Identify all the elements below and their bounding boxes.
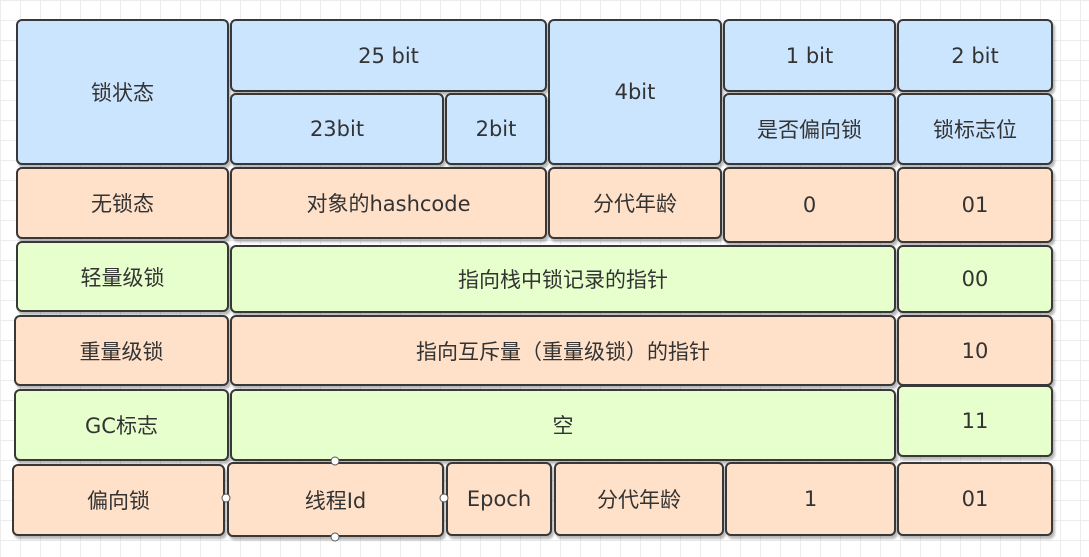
header-2bit-label: 2 bit	[951, 43, 999, 68]
row-biased-epoch-label: Epoch	[466, 487, 532, 511]
row-heavyweight-state-label: 重量级锁	[79, 339, 164, 364]
header-25bit: 25 bit	[230, 19, 547, 92]
row-lightweight-flag: 00	[897, 245, 1053, 313]
row-biased-state-label: 偏向锁	[87, 489, 150, 513]
header-biased-flag: 是否偏向锁	[723, 93, 896, 165]
row-unlocked-state: 无锁态	[16, 167, 229, 239]
header-2bit: 2 bit	[897, 19, 1053, 92]
row-gc-flag: 11	[897, 385, 1053, 457]
row-biased-flag-label: 01	[961, 487, 989, 511]
row-biased-thread-id[interactable]: 线程Id	[227, 462, 444, 537]
header-23bit-label: 23bit	[309, 117, 365, 141]
header-1bit: 1 bit	[723, 19, 896, 92]
header-4bit: 4bit	[548, 19, 722, 165]
row-gc-content: 空	[230, 389, 896, 461]
row-gc-state-label: GC标志	[85, 414, 158, 438]
row-gc-flag-label: 11	[961, 409, 989, 433]
header-lock-flag: 锁标志位	[897, 93, 1053, 165]
row-lightweight-flag-label: 00	[961, 267, 989, 291]
row-heavyweight-flag-label: 10	[961, 338, 989, 363]
selection-handle-left[interactable]	[221, 493, 231, 503]
row-biased-age: 分代年龄	[554, 462, 724, 536]
row-biased-biased-label: 1	[803, 487, 818, 511]
row-unlocked-age-label: 分代年龄	[593, 192, 677, 216]
row-unlocked-state-label: 无锁态	[91, 192, 154, 216]
row-lightweight-state: 轻量级锁	[16, 241, 229, 312]
row-heavyweight-state: 重量级锁	[14, 315, 229, 386]
header-lock-state: 锁状态	[16, 19, 229, 165]
row-unlocked-flag-label: 01	[961, 193, 989, 217]
row-unlocked-flag: 01	[897, 167, 1053, 243]
row-unlocked-biased-label: 0	[802, 193, 817, 217]
header-lock-flag-label: 锁标志位	[933, 118, 1017, 142]
row-unlocked-age: 分代年龄	[548, 167, 722, 239]
header-2bit-sub: 2bit	[445, 93, 547, 165]
header-biased-flag-label: 是否偏向锁	[757, 118, 862, 142]
row-unlocked-biased: 0	[723, 167, 896, 243]
row-biased-biased: 1	[725, 462, 896, 536]
header-25bit-label: 25 bit	[358, 43, 419, 68]
row-gc-content-label: 空	[552, 414, 574, 438]
row-heavyweight-content-label: 指向互斥量（重量级锁）的指针	[416, 339, 710, 364]
row-heavyweight-flag: 10	[897, 315, 1053, 386]
header-23bit: 23bit	[230, 93, 444, 165]
header-4bit-label: 4bit	[614, 80, 656, 104]
row-unlocked-hashcode-label: 对象的hashcode	[306, 192, 471, 216]
row-lightweight-state-label: 轻量级锁	[80, 265, 165, 290]
row-biased-epoch: Epoch	[446, 462, 552, 536]
row-biased-thread-id-label: 线程Id	[304, 488, 367, 513]
row-gc-state: GC标志	[14, 389, 229, 461]
row-biased-flag: 01	[897, 462, 1053, 536]
header-2bit-sub-label: 2bit	[475, 117, 517, 141]
row-unlocked-hashcode: 对象的hashcode	[230, 167, 547, 239]
header-1bit-label: 1 bit	[785, 43, 834, 68]
row-biased-state: 偏向锁	[12, 464, 225, 536]
selection-handle-top[interactable]	[330, 456, 340, 466]
row-lightweight-content-label: 指向栈中锁记录的指针	[458, 268, 668, 292]
row-lightweight-content: 指向栈中锁记录的指针	[230, 245, 896, 313]
selection-handle-right[interactable]	[439, 493, 449, 503]
header-lock-state-label: 锁状态	[91, 81, 154, 105]
selection-handle-bottom[interactable]	[330, 532, 340, 542]
row-biased-age-label: 分代年龄	[597, 488, 681, 512]
row-heavyweight-content: 指向互斥量（重量级锁）的指针	[230, 315, 896, 386]
